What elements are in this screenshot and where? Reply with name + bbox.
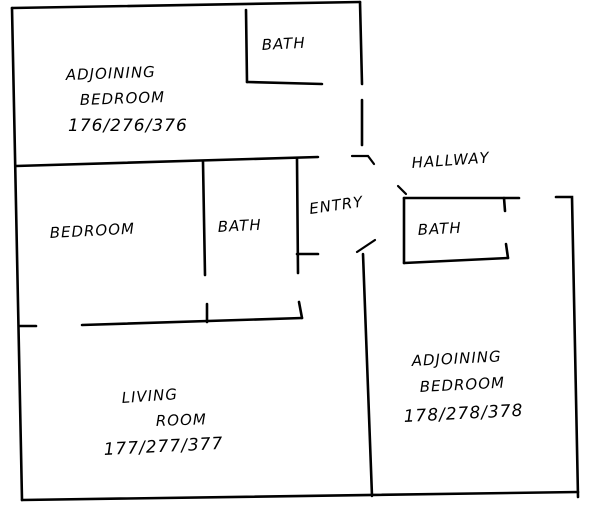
- room-labels: ADJOINING BEDROOM 176/276/376 BATH HALLW…: [49, 34, 524, 460]
- label-bath-top: BATH: [261, 34, 306, 54]
- label-adjoining-right-line1: ADJOINING: [410, 347, 502, 370]
- walls: [10, 0, 580, 502]
- wall-right-bath-right-top: [502, 196, 507, 213]
- wall-bath-entry: [295, 157, 300, 275]
- wall-right-bath-right: [504, 242, 510, 260]
- wall-top-bath-left: [244, 8, 249, 84]
- wall-bedroom-bath: [201, 160, 207, 277]
- wall-top-bath-bottom: [245, 80, 324, 86]
- label-living-line1: LIVING: [121, 385, 178, 407]
- outer-wall-bottom: [20, 490, 580, 502]
- door-hallway-top: [350, 154, 376, 166]
- door-entry-top: [396, 184, 408, 196]
- wall-top-right: [358, 0, 364, 86]
- label-adjoining-top-line1: ADJOINING: [65, 63, 157, 84]
- outer-wall-left: [10, 6, 24, 502]
- label-entry: ENTRY: [308, 192, 365, 218]
- wall-right-bath-bottom: [402, 256, 510, 265]
- label-bath-middle: BATH: [217, 216, 262, 236]
- label-adjoining-right-line2: BEDROOM: [419, 374, 505, 396]
- label-adjoining-top-number: 176/276/376: [68, 116, 188, 136]
- wall-horizontal-lower: [80, 316, 304, 327]
- wall-bath-right-stub: [297, 300, 304, 320]
- outer-wall-right: [554, 195, 580, 499]
- label-adjoining-right-number: 178/278/378: [403, 401, 524, 427]
- door-entry-bottom: [355, 238, 377, 254]
- label-living-line2: ROOM: [156, 410, 208, 430]
- label-living-number: 177/277/377: [103, 434, 224, 460]
- label-adjoining-top-line2: BEDROOM: [80, 88, 166, 109]
- wall-horizontal-upper: [14, 155, 320, 168]
- label-bath-right: BATH: [417, 219, 462, 239]
- label-bedroom: BEDROOM: [49, 220, 135, 242]
- label-hallway: HALLWAY: [411, 149, 491, 172]
- wall-living-right: [361, 252, 374, 498]
- door-marks: [350, 154, 408, 254]
- outer-wall-top: [10, 0, 362, 10]
